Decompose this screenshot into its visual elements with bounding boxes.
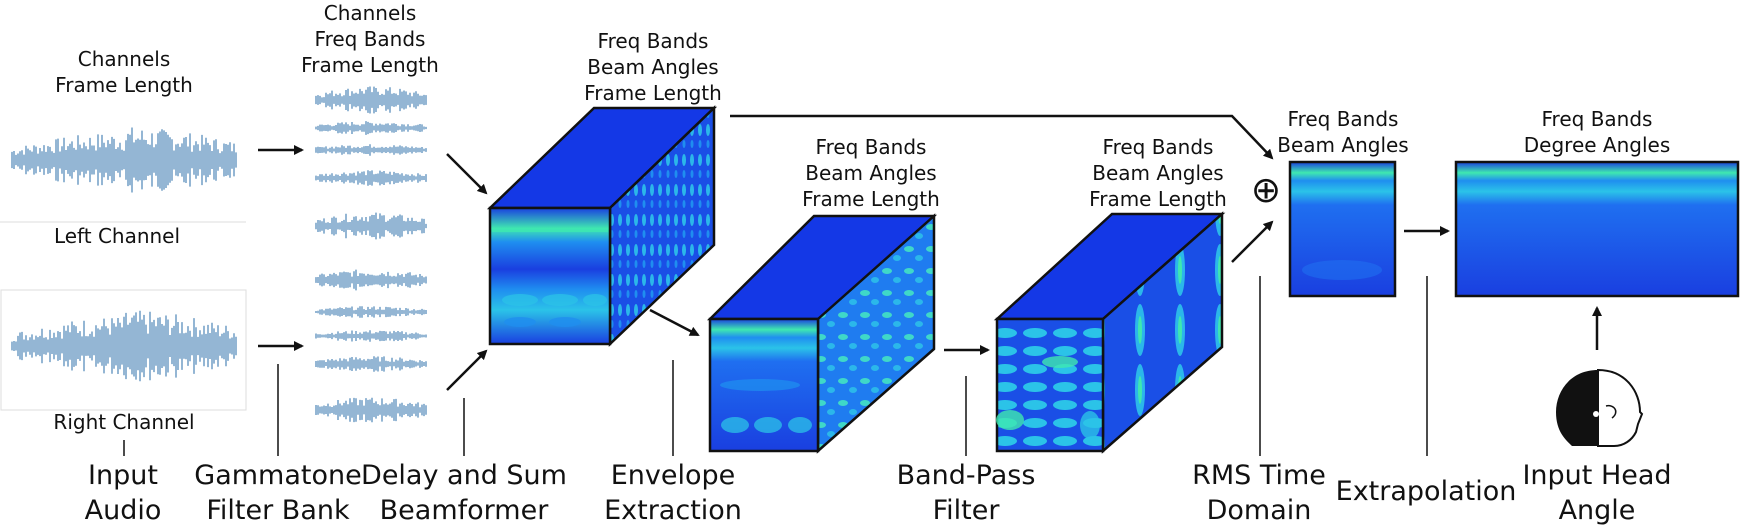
- stage-bandpass: Band-Pass Filter: [896, 460, 1036, 526]
- extrapolation-heatmap: [1454, 160, 1740, 298]
- rms-dims-label: Freq Bands Beam Angles: [1277, 107, 1409, 157]
- beamformer-cube: [486, 105, 718, 347]
- stage-extrapolation: Extrapolation: [1335, 476, 1517, 507]
- beamformer-dims-label: Freq Bands Beam Angles Frame Length: [584, 29, 722, 105]
- arrow-gammatone-to-beamformer-top: [446, 153, 488, 195]
- left-channel-label: Left Channel: [53, 224, 181, 248]
- gammatone-dims-label: Channels Freq Bands Frame Length: [301, 1, 439, 77]
- bandpass-dims-label: Freq Bands Beam Angles Frame Length: [1089, 135, 1227, 211]
- right-channel-waveform: [11, 310, 237, 382]
- bandpass-cube: [993, 211, 1226, 454]
- arrow-bandpass-to-rms: [1231, 220, 1274, 263]
- stage-beamformer: Delay and Sum Beamformer: [361, 460, 567, 526]
- rms-heatmap: [1288, 160, 1397, 298]
- stage-head-angle: Input Head Angle: [1522, 460, 1672, 526]
- arrow-gammatone-to-beamformer-bottom: [446, 349, 488, 391]
- stage-envelope: Envelope Extraction: [604, 460, 742, 526]
- stage-input-audio: Input Audio: [84, 460, 162, 526]
- stage-rms: RMS Time Domain: [1192, 460, 1326, 526]
- envelope-dims-label: Freq Bands Beam Angles Frame Length: [802, 135, 940, 211]
- arrow-beamformer-to-sum: [730, 114, 1274, 160]
- gammatone-bands: [315, 86, 427, 423]
- audio-dims-label: Channels Frame Length: [55, 47, 193, 97]
- arrow-beamformer-to-envelope: [649, 308, 700, 337]
- extrapolation-dims-label: Freq Bands Degree Angles: [1523, 107, 1671, 157]
- stage-gammatone: Gammatone Filter Bank: [194, 460, 362, 526]
- head-icon: [1556, 368, 1644, 447]
- stage-leader-lines: [123, 276, 1428, 456]
- sum-symbol: ⊕: [1251, 170, 1281, 211]
- right-panel-frame: [0, 289, 247, 411]
- left-channel-waveform: [11, 127, 237, 193]
- right-channel-label: Right Channel: [53, 410, 195, 434]
- envelope-cube: [706, 213, 938, 454]
